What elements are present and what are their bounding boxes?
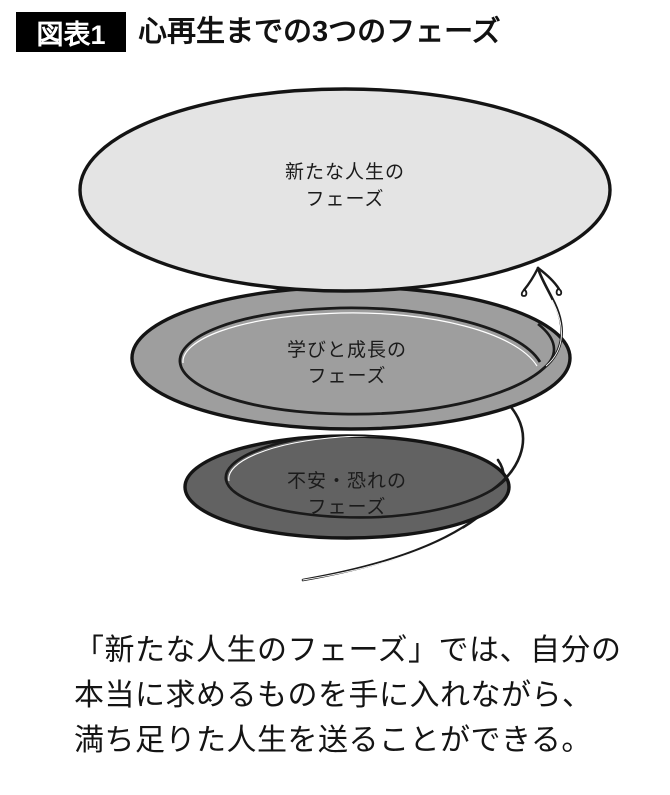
phase-label-learning-growth-line1: 学びと成長の — [287, 339, 407, 361]
figure-title: 心再生までの3つのフェーズ — [138, 16, 501, 48]
caption-line-3: 満ち足りた人生を送ることができる。 — [74, 724, 592, 757]
caption-line-1: 「新たな人生のフェーズ」では、自分の — [74, 634, 622, 667]
phases-diagram: 不安・恐れの フェーズ 学びと成長の フェーズ — [0, 62, 670, 622]
phase-label-anxiety-fear-line1: 不安・恐れの — [287, 470, 407, 492]
phase-label-new-life-line2: フェーズ — [305, 188, 384, 210]
phases-diagram-svg: 不安・恐れの フェーズ 学びと成長の フェーズ — [78, 87, 612, 582]
caption-line-2: 本当に求めるものを手に入れながら、 — [74, 679, 593, 712]
phase-ellipse-anxiety-fear: 不安・恐れの フェーズ — [183, 434, 511, 540]
figure-number-badge: 図表1 — [16, 12, 126, 52]
phase-label-new-life-line1: 新たな人生の — [285, 161, 405, 183]
figure-caption: 「新たな人生のフェーズ」では、自分の 本当に求めるものを手に入れながら、 満ち足… — [74, 628, 622, 763]
phase-ellipse-new-life-shape — [78, 87, 612, 293]
spiral-upper-riser-segment — [520, 266, 563, 370]
phase-ellipse-new-life: 新たな人生の フェーズ — [78, 87, 612, 293]
figure-header: 図表1 心再生までの3つのフェーズ — [0, 0, 670, 70]
phase-label-learning-growth-line2: フェーズ — [307, 365, 386, 387]
phase-label-anxiety-fear-line2: フェーズ — [307, 496, 386, 518]
phase-ellipse-learning-growth: 学びと成長の フェーズ — [130, 285, 572, 431]
